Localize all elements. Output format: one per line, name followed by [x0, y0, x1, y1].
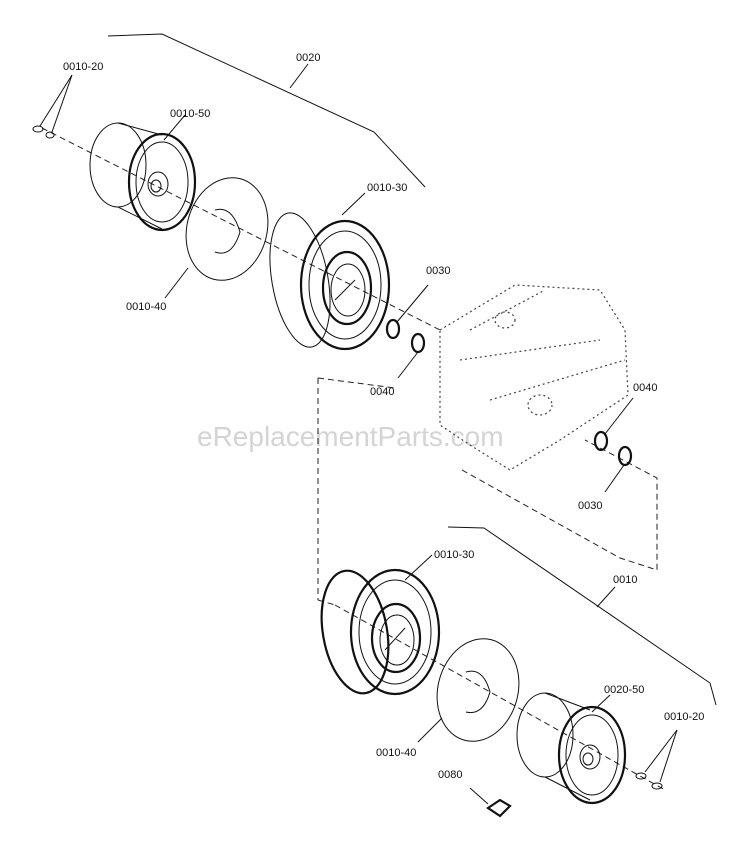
top-rim: [89, 114, 197, 232]
callout-top-tire: 0010-30: [367, 182, 407, 194]
connector-right: [461, 439, 658, 571]
top-washers: [385, 284, 429, 379]
callout-bottom-rim: 0020-50: [604, 684, 644, 696]
callout-bottom-tube: 0010-40: [376, 747, 416, 759]
bottom-key: [469, 787, 512, 818]
callout-right-washer-b: 0030: [578, 500, 602, 512]
watermark: eReplacementParts.com: [197, 421, 504, 452]
connector-bottom: [317, 599, 336, 606]
callout-bottom-valve: 0010-20: [664, 711, 704, 723]
bottom-valve-stem: [635, 729, 678, 790]
callout-top-valve: 0010-20: [63, 61, 103, 73]
callout-top-rim: 0010-50: [170, 108, 210, 120]
top-assembly-leader: [289, 63, 309, 89]
top-assembly-bracket: [107, 33, 426, 188]
bottom-rim: [516, 692, 627, 805]
callout-bottom-tire: 0010-30: [434, 549, 474, 561]
right-washers: [593, 397, 634, 493]
top-tube: [164, 177, 269, 299]
callout-top-assembly: 0020: [296, 52, 320, 64]
callout-top-washer-a: 0030: [426, 265, 450, 277]
callout-right-washer-a: 0040: [633, 382, 657, 394]
bottom-assembly-leader: [596, 586, 616, 608]
connector-top: [317, 377, 396, 389]
mower-deck-outline: [439, 284, 629, 471]
bottom-axle-line: [334, 604, 666, 791]
bottom-tire: [320, 554, 441, 696]
callout-top-tube: 0010-40: [126, 301, 166, 313]
top-tire: [269, 192, 391, 351]
callout-bottom-key: 0080: [438, 769, 462, 781]
top-valve-stem: [32, 74, 73, 139]
bottom-tube: [417, 638, 520, 743]
callout-bottom-assembly: 0010: [613, 574, 637, 586]
callout-top-washer-b: 0040: [370, 386, 394, 398]
bottom-assembly-bracket: [447, 526, 717, 706]
top-axle-line: [41, 127, 441, 331]
